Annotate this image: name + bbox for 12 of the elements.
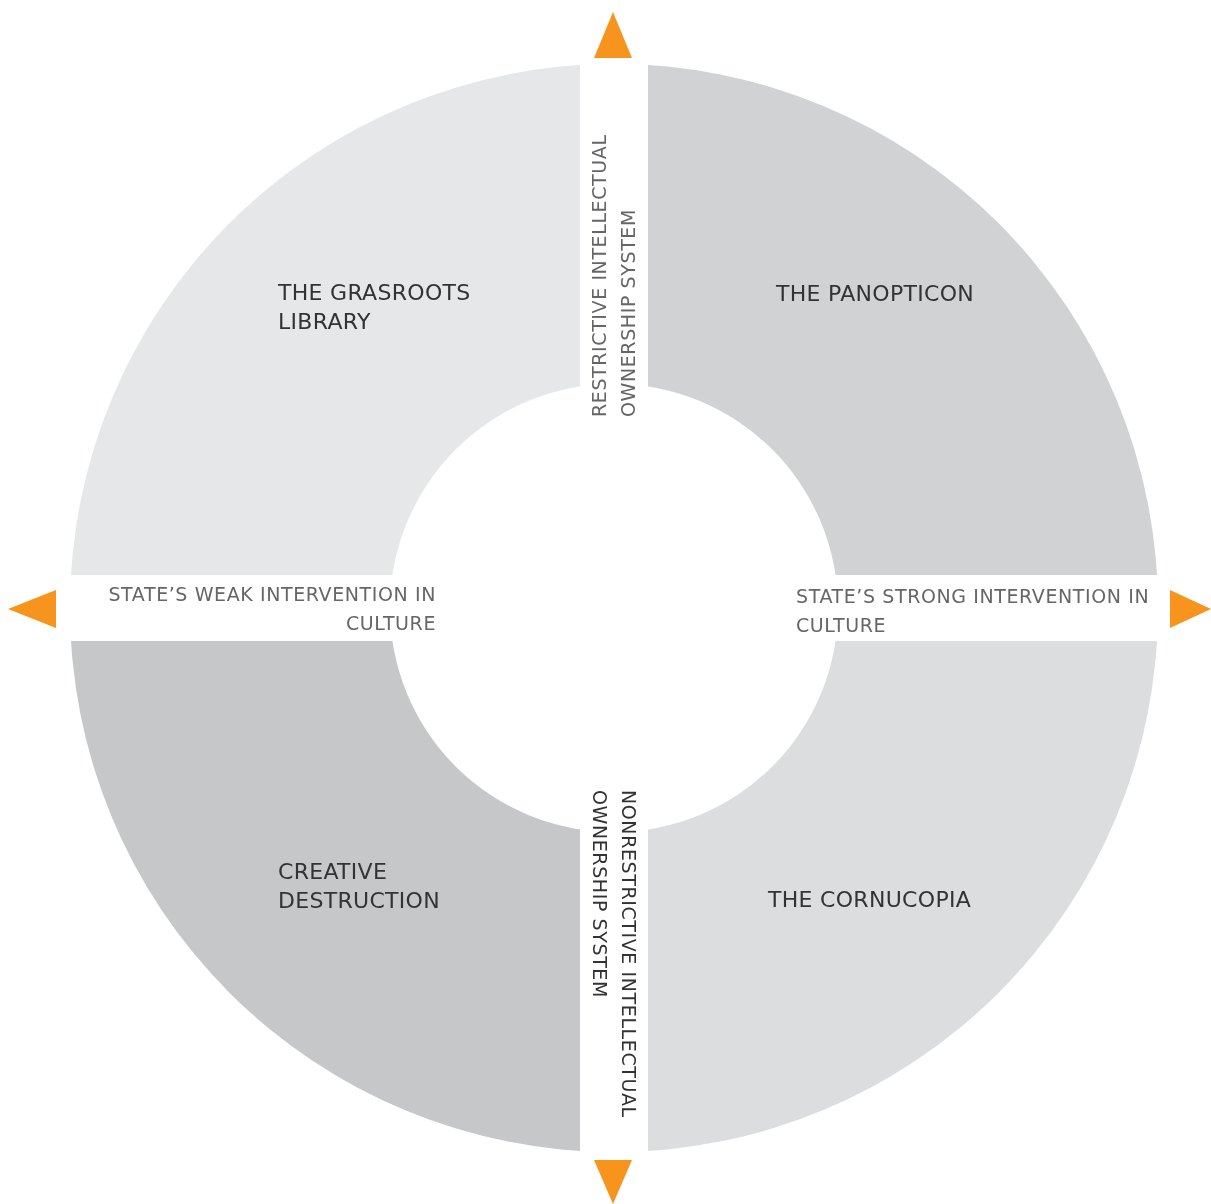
axis-label: STATE’S WEAK INTERVENTION IN CULTURE [107,582,436,636]
quadrant-segment [70,64,580,575]
quadrant-title: CREATIVE DESTRUCTION [278,858,441,915]
quadrant-segment [70,641,580,1152]
quadrant-segment [648,64,1158,575]
quadrant-title: THE GRASROOTS LIBRARY [278,279,472,336]
quadrant-title: THE CORNUCOPIA [768,886,973,914]
quadrant-title: THE PANOPTICON [776,280,976,308]
axis-label: STATE’S STRONG INTERVENTION IN CULTURE [796,584,1151,638]
axis-label: NONRESTRICTIVE INTELLECTUAL OWNERSHIP SYSTEM [588,790,641,1120]
axis-label: RESTRICTIVE INTELLECTUAL OWNERSHIP SYSTEM [587,133,640,417]
quadrant-segment [648,641,1158,1152]
